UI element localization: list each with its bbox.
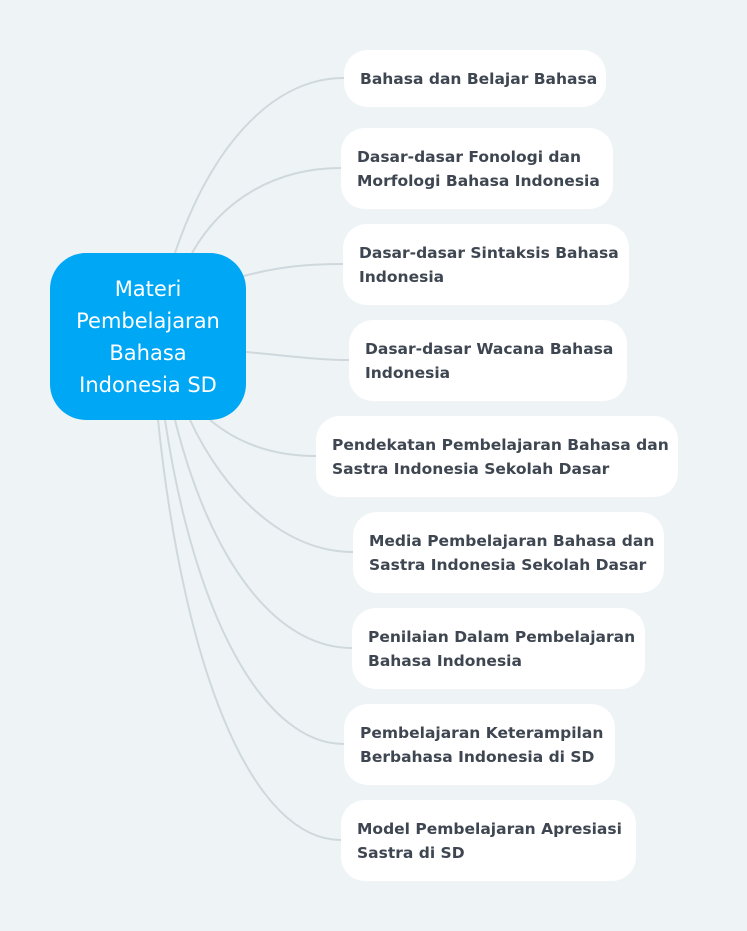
- branch-node-keterampilan-berbahasa[interactable]: Pembelajaran Keterampilan Berbahasa Indo…: [344, 704, 615, 785]
- branch-label-line-1: Bahasa dan Belajar Bahasa: [360, 69, 598, 88]
- branch-label-line-1: Model Pembelajaran Apresiasi: [357, 819, 622, 838]
- branch-label: Pendekatan Pembelajaran Bahasa dan Sastr…: [332, 433, 669, 481]
- branch-label-line-2: Bahasa Indonesia: [368, 651, 522, 670]
- connector-line-1: [191, 167, 342, 254]
- central-title-line-1: Materi: [114, 276, 182, 301]
- branch-label-line-2: Morfologi Bahasa Indonesia: [357, 171, 600, 190]
- branch-node-sintaksis[interactable]: Dasar-dasar Sintaksis Bahasa Indonesia: [343, 224, 629, 305]
- branch-label-line-1: Pembelajaran Keterampilan: [360, 723, 604, 742]
- connector-line-6: [174, 419, 353, 649]
- central-topic-title: Materi Pembelajaran Bahasa Indonesia SD: [76, 273, 220, 401]
- branch-node-pendekatan-pembelajaran[interactable]: Pendekatan Pembelajaran Bahasa dan Sastr…: [316, 416, 678, 497]
- branch-label-line-1: Dasar-dasar Wacana Bahasa: [365, 339, 614, 358]
- branch-label-line-1: Penilaian Dalam Pembelajaran: [368, 627, 636, 646]
- branch-node-apresiasi-sastra[interactable]: Model Pembelajaran Apresiasi Sastra di S…: [341, 800, 636, 881]
- central-title-line-4: Indonesia SD: [79, 372, 217, 397]
- connector-line-2: [239, 263, 344, 278]
- branch-label: Penilaian Dalam Pembelajaran Bahasa Indo…: [368, 625, 635, 673]
- connector-line-4: [209, 419, 317, 457]
- branch-label: Dasar-dasar Wacana Bahasa Indonesia: [365, 337, 613, 385]
- branch-label-line-2: Sastra di SD: [357, 843, 465, 862]
- connector-line-5: [189, 419, 354, 553]
- branch-label-line-2: Sastra Indonesia Sekolah Dasar: [332, 459, 610, 478]
- branch-label: Dasar-dasar Sintaksis Bahasa Indonesia: [359, 241, 619, 289]
- branch-label: Pembelajaran Keterampilan Berbahasa Indo…: [360, 721, 603, 769]
- branch-node-bahasa-dan-belajar-bahasa[interactable]: Bahasa dan Belajar Bahasa: [344, 50, 606, 107]
- branch-label-line-2: Sastra Indonesia Sekolah Dasar: [369, 555, 647, 574]
- branch-label-line-2: Indonesia: [359, 267, 445, 286]
- branch-node-wacana[interactable]: Dasar-dasar Wacana Bahasa Indonesia: [349, 320, 627, 401]
- branch-label: Model Pembelajaran Apresiasi Sastra di S…: [357, 817, 622, 865]
- branch-label-line-1: Pendekatan Pembelajaran Bahasa dan: [332, 435, 669, 454]
- branch-label-line-2: Berbahasa Indonesia di SD: [360, 747, 595, 766]
- branch-node-penilaian[interactable]: Penilaian Dalam Pembelajaran Bahasa Indo…: [352, 608, 645, 689]
- branch-label-line-2: Indonesia: [365, 363, 451, 382]
- branch-node-fonologi-morfologi[interactable]: Dasar-dasar Fonologi dan Morfologi Bahas…: [341, 128, 613, 209]
- branch-label-line-1: Dasar-dasar Fonologi dan: [357, 147, 582, 166]
- central-title-line-2: Pembelajaran: [76, 308, 220, 333]
- branch-label-line-1: Dasar-dasar Sintaksis Bahasa: [359, 243, 619, 262]
- branch-label: Bahasa dan Belajar Bahasa: [360, 67, 597, 91]
- branch-label-line-1: Media Pembelajaran Bahasa dan: [369, 531, 655, 550]
- branch-node-media-pembelajaran[interactable]: Media Pembelajaran Bahasa dan Sastra Ind…: [353, 512, 664, 593]
- central-topic-node[interactable]: Materi Pembelajaran Bahasa Indonesia SD: [50, 253, 246, 420]
- connector-line-8: [157, 419, 342, 841]
- connector-line-0: [174, 77, 345, 254]
- connector-line-3: [245, 351, 350, 361]
- central-title-line-3: Bahasa: [109, 340, 187, 365]
- branch-label: Dasar-dasar Fonologi dan Morfologi Bahas…: [357, 145, 600, 193]
- connector-line-7: [164, 419, 345, 745]
- branch-label: Media Pembelajaran Bahasa dan Sastra Ind…: [369, 529, 654, 577]
